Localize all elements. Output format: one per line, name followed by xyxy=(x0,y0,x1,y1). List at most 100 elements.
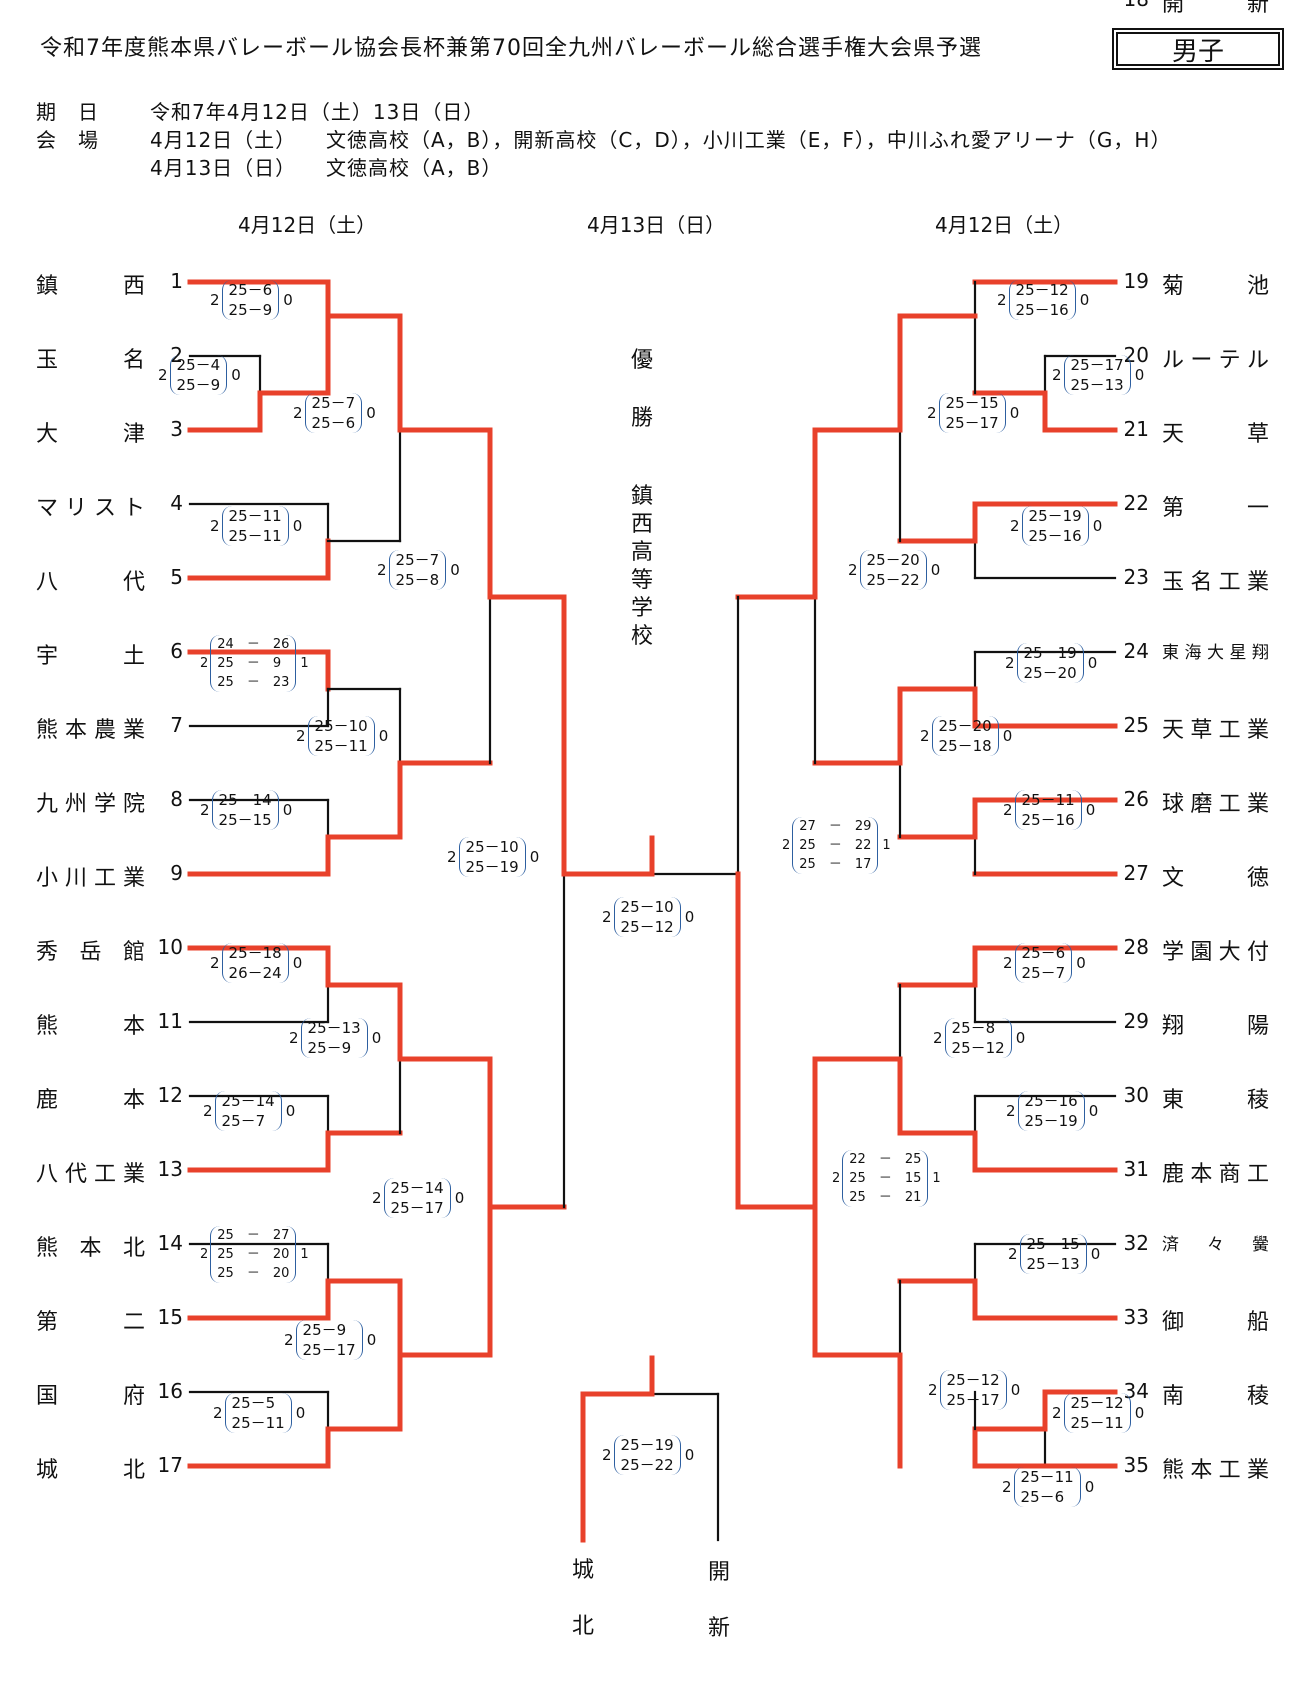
set-score: 25－16 xyxy=(1015,301,1069,319)
sets-won: 2 xyxy=(293,404,303,422)
set-score: 25－17 xyxy=(390,1199,444,1217)
team-name: ルーテル xyxy=(1162,348,1270,373)
sets-lost: 0 xyxy=(1084,1478,1095,1496)
set-score: 25－12 xyxy=(620,918,674,936)
team-number: 9 xyxy=(170,861,183,885)
set-score: 25－12 xyxy=(951,1039,1005,1057)
sets-won: 2 xyxy=(832,1170,841,1186)
team-number: 4 xyxy=(170,491,183,515)
team-name: 天 草 xyxy=(1162,422,1270,447)
champion-label-char: 優 xyxy=(630,348,653,373)
sets-lost: 0 xyxy=(450,561,460,579)
set-score: 25 － 15 xyxy=(849,1170,922,1186)
sets-won: 2 xyxy=(289,1029,299,1047)
sets-lost: 0 xyxy=(231,366,241,384)
final-team-left-char: 城 xyxy=(571,1558,594,1583)
sets-won: 2 xyxy=(210,517,220,535)
set-score: 25 － 9 xyxy=(217,655,282,671)
date-value: 令和7年4月12日（土）13日（日） xyxy=(150,100,485,124)
set-score: 25－9 xyxy=(176,376,221,394)
sets-won: 2 xyxy=(213,1404,223,1422)
sets-lost: 0 xyxy=(1079,291,1090,309)
team-number: 16 xyxy=(157,1379,183,1403)
set-score: 25－20 xyxy=(866,551,920,569)
sets-lost: 1 xyxy=(300,1246,309,1262)
sets-won: 2 xyxy=(210,291,220,309)
set-score: 25－12 xyxy=(946,1371,1000,1389)
team-number: 18 xyxy=(1123,0,1149,11)
sets-lost: 0 xyxy=(366,404,376,422)
team-name: 八 代 xyxy=(36,570,146,595)
sets-lost: 0 xyxy=(285,1102,296,1120)
venue-day2: 4月13日（日） xyxy=(150,156,297,180)
set-score: 25－6 xyxy=(1020,1488,1065,1506)
team-number: 33 xyxy=(1123,1305,1149,1329)
team-name: 熊 本 xyxy=(36,1014,146,1039)
team-name: 鹿本商工 xyxy=(1162,1162,1270,1187)
sets-lost: 0 xyxy=(295,1404,306,1422)
set-score: 27 － 29 xyxy=(799,818,872,834)
venue-day2-places: 文徳高校（A，B） xyxy=(326,156,503,180)
sets-won: 2 xyxy=(1052,366,1062,384)
gender-badge: 男子 xyxy=(1112,28,1284,70)
set-score: 25 － 20 xyxy=(217,1246,290,1262)
set-score: 25 － 21 xyxy=(849,1189,922,1205)
sets-won: 2 xyxy=(997,291,1007,309)
champion-name-char: 等 xyxy=(630,568,653,593)
set-score: 25－13 xyxy=(1070,376,1124,394)
set-score: 25－18 xyxy=(228,944,282,962)
champion-name-char: 高 xyxy=(630,540,653,565)
team-number: 28 xyxy=(1123,935,1149,959)
set-score: 25 － 17 xyxy=(799,856,872,872)
date-label: 期 日 xyxy=(36,100,99,124)
sets-won: 2 xyxy=(1052,1404,1062,1422)
team-name: 東海大星翔 xyxy=(1162,643,1270,663)
team-name: 済 々 黌 xyxy=(1162,1235,1270,1255)
team-number: 14 xyxy=(157,1231,183,1255)
team-number: 17 xyxy=(157,1453,183,1477)
team-name: 第 二 xyxy=(36,1310,146,1335)
team-number: 13 xyxy=(157,1157,183,1181)
sets-won: 2 xyxy=(200,801,210,819)
sets-won: 2 xyxy=(1003,801,1013,819)
team-number: 8 xyxy=(170,787,183,811)
sets-lost: 1 xyxy=(300,655,309,671)
set-scores: 25－4 25－9 xyxy=(169,355,228,395)
set-score: 25－4 xyxy=(176,356,221,374)
set-score: 25－18 xyxy=(938,737,992,755)
team-name: 天草工業 xyxy=(1162,718,1270,743)
sets-won: 2 xyxy=(372,1189,382,1207)
set-score: 25－9 xyxy=(228,301,273,319)
set-score: 25－19 xyxy=(620,1436,674,1454)
team-name: 秀 岳 館 xyxy=(36,940,146,965)
champion-name-char: 鎮 xyxy=(630,484,653,509)
sets-won: 2 xyxy=(848,561,858,579)
sets-lost: 1 xyxy=(882,837,891,853)
set-score: 25 － 23 xyxy=(217,674,290,690)
set-score: 25－8 xyxy=(395,571,440,589)
sets-won: 2 xyxy=(1003,954,1013,972)
set-score: 25－15 xyxy=(218,811,272,829)
set-score: 25－11 xyxy=(1021,791,1075,809)
team-number: 10 xyxy=(157,935,183,959)
final-team-right-char: 新 xyxy=(707,1616,730,1641)
